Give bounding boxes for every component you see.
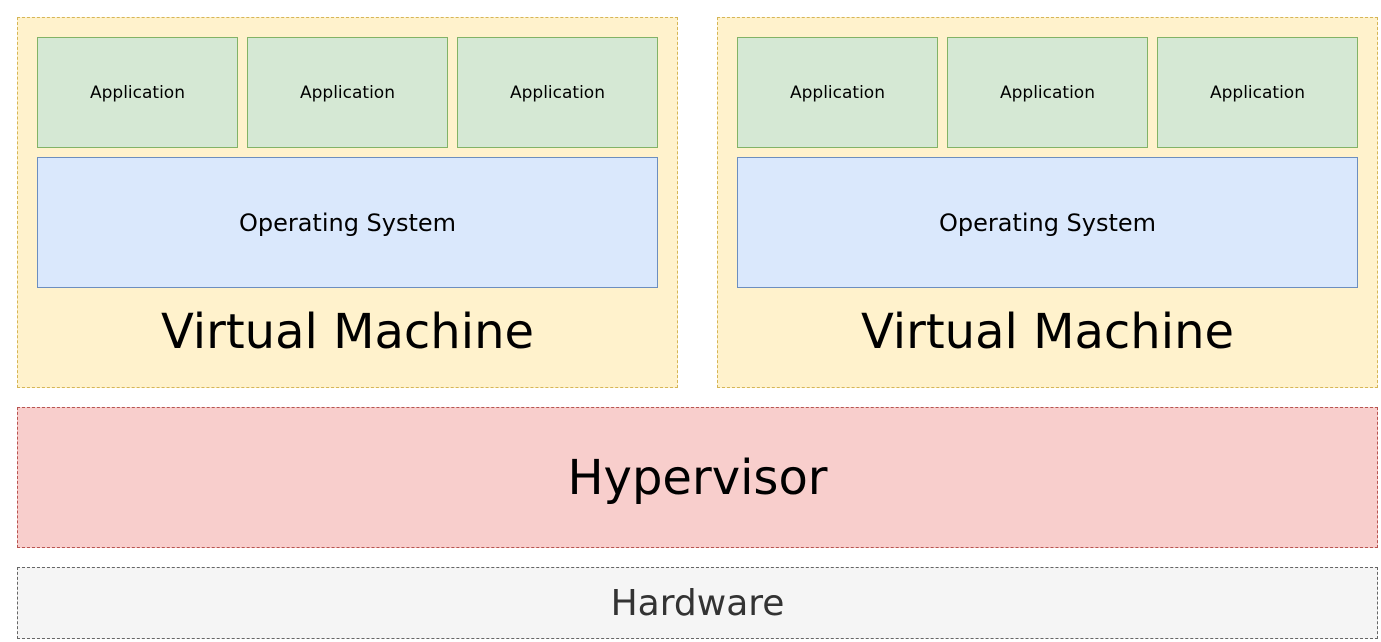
virtual-machine-label: Virtual Machine xyxy=(860,304,1235,360)
application-box: Application xyxy=(737,37,938,148)
operating-system-box: Operating System xyxy=(37,157,658,288)
application-box: Application xyxy=(947,37,1148,148)
hardware-layer: Hardware xyxy=(17,567,1378,639)
application-box: Application xyxy=(457,37,658,148)
virtual-machine-label: Virtual Machine xyxy=(160,304,535,360)
application-box: Application xyxy=(247,37,448,148)
operating-system-box: Operating System xyxy=(737,157,1358,288)
application-box: Application xyxy=(37,37,238,148)
application-box: Application xyxy=(1157,37,1358,148)
hypervisor-layer: Hypervisor xyxy=(17,407,1378,548)
